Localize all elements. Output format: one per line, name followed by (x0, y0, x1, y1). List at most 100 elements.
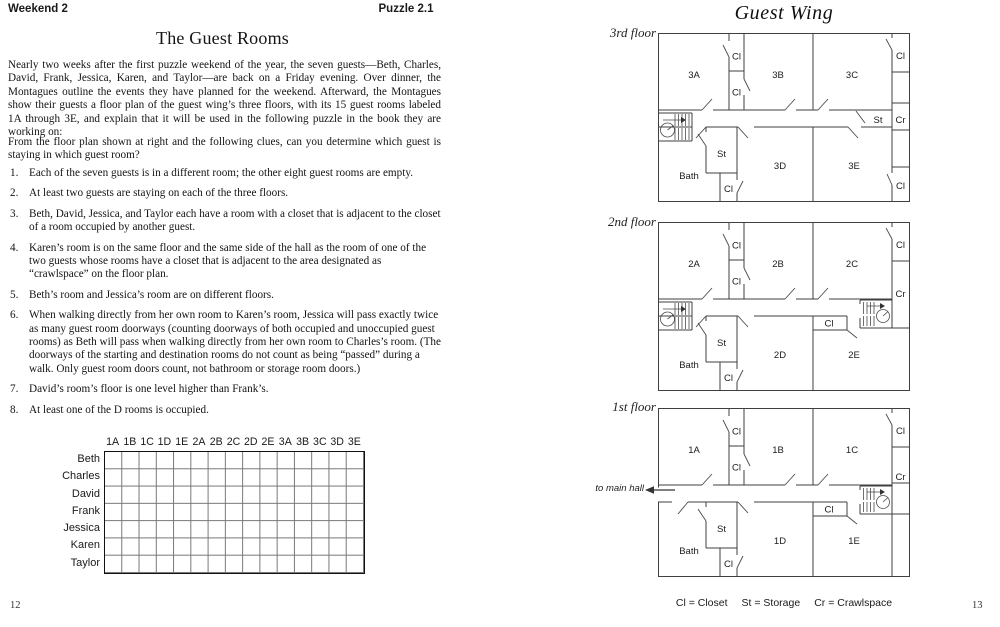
page-number-right: 13 (972, 600, 983, 611)
closet-label: Cl (732, 88, 741, 99)
bath-label: Bath (679, 546, 699, 557)
to-main-hall-label: to main hall (595, 483, 644, 494)
closet-label: Cl (724, 373, 733, 384)
grid-row-label: Taylor (70, 556, 100, 569)
walls-2nd (658, 222, 910, 391)
grid-column-label: 3B (296, 436, 310, 448)
clue-item: David’s room’s floor is one level higher… (10, 383, 269, 397)
spiral-stairs-icon (660, 303, 690, 329)
legend-item: Cr = Crawlspace (814, 597, 893, 609)
floor-plan-2nd: 2A 2B 2C 2D 2E Cl Cl Cl Cl Cl St Cr Bath (658, 222, 910, 391)
room-label-2a: 2A (688, 259, 700, 270)
room-label-2e: 2E (848, 350, 860, 361)
closet-label: Cl (825, 505, 834, 516)
clue-item: Beth’s room and Jessica’s room are on di… (10, 288, 274, 303)
closet-label: Cl (732, 52, 741, 63)
clue-item: Karen’s room is on the same floor and th… (10, 241, 427, 281)
grid-row-label: Beth (77, 453, 100, 465)
floor-plan-3rd: 3A 3B 3C 3D 3E Cl Cl Cl Cl Cl St St Cr B… (658, 33, 910, 202)
solving-grid (104, 451, 365, 574)
puzzle-title: The Guest Rooms (156, 28, 289, 48)
bath-label: Bath (679, 360, 699, 371)
room-label-3a: 3A (688, 70, 700, 81)
grid-row-label: Jessica (63, 522, 100, 535)
grid-column-label: 2B (209, 436, 223, 448)
bath-label: Bath (679, 171, 699, 182)
grid-column-label: 3E (347, 436, 361, 448)
room-label-3c: 3C (846, 70, 858, 81)
grid-column-label: 2C (226, 436, 241, 448)
spiral-stairs-icon (660, 114, 690, 140)
crawlspace-label: Cr (895, 472, 905, 483)
clues-list: Each of the seven guests is in a differe… (8, 167, 441, 418)
grid-column-label: 1B (123, 436, 137, 448)
closet-label: Cl (896, 240, 905, 251)
clue-item: Beth, David, Jessica, and Taylor each ha… (10, 207, 441, 234)
walls-3rd (658, 33, 910, 202)
clues-section: Each of the seven guests is in a differe… (8, 167, 441, 424)
door-swings-1st (677, 413, 893, 569)
grid-column-label: 3D (330, 436, 344, 448)
grid-column-label: 3C (313, 436, 327, 448)
legend-item: Cl = Closet (675, 597, 728, 609)
door-swings-3rd (695, 38, 893, 194)
closet-label: Cl (896, 426, 905, 437)
clue-item: At least two guests are staying on each … (10, 187, 289, 201)
closet-label: Cl (732, 241, 741, 252)
spiral-stairs-icon (863, 488, 890, 512)
left-arrow-icon (645, 486, 675, 494)
closet-label: Cl (732, 463, 741, 474)
room-label-2c: 2C (846, 259, 858, 270)
room-label-1b: 1B (772, 445, 784, 456)
grid-column-label: 2E (261, 436, 275, 448)
closet-label: Cl (825, 319, 834, 330)
door-swings-2nd (695, 227, 893, 383)
floor-label-3rd: 3rd floor (609, 25, 656, 40)
floor-label-1st: 1st floor (612, 399, 656, 414)
room-label-1c: 1C (846, 445, 858, 456)
closet-label: Cl (896, 51, 905, 62)
storage-label: St (717, 338, 726, 349)
floor-label-2nd: 2nd floor (607, 214, 656, 229)
closet-label: Cl (896, 181, 905, 192)
storage-label: St (874, 115, 883, 126)
room-label-3d: 3D (774, 161, 786, 172)
grid-column-label: 2D (243, 436, 258, 448)
floor-plan-legend: Cl = Closet St = Storage Cr = Crawlspace (658, 597, 910, 609)
grid-column-label: 1C (140, 436, 154, 448)
room-label-3e: 3E (848, 161, 860, 172)
room-label-1e: 1E (848, 536, 860, 547)
grid-column-label: 1D (157, 436, 172, 448)
room-label-1d: 1D (774, 536, 786, 547)
room-label-2d: 2D (774, 350, 786, 361)
room-label-2b: 2B (772, 259, 784, 270)
grid-row-label: Charles (62, 470, 100, 483)
walls-1st (658, 408, 910, 577)
intro-paragraph: Nearly two weeks after the first puzzle … (8, 59, 441, 139)
page-number-left: 12 (10, 600, 21, 611)
grid-column-label: 1E (175, 436, 189, 448)
weekend-header: Weekend 2 (8, 3, 68, 15)
grid-column-label: 3A (278, 436, 292, 448)
crawlspace-label: Cr (895, 115, 905, 126)
clue-item: At least one of the D rooms is occupied. (10, 403, 209, 418)
room-label-1a: 1A (688, 445, 700, 456)
guest-wing-title: Guest Wing (734, 2, 834, 24)
storage-label: St (717, 149, 726, 160)
puzzle-number-header: Puzzle 2.1 (378, 3, 434, 15)
room-label-3b: 3B (772, 70, 784, 81)
storage-label: St (717, 524, 726, 535)
spiral-stairs-icon (863, 302, 890, 326)
closet-label: Cl (724, 184, 733, 195)
clue-item: When walking directly from her own room … (10, 309, 441, 375)
crawlspace-label: Cr (895, 289, 905, 300)
closet-label: Cl (732, 277, 741, 288)
closet-label: Cl (732, 427, 741, 438)
grid-row-label: Frank (71, 504, 100, 517)
grid-column-label: 2A (192, 436, 206, 448)
legend-item: St = Storage (741, 597, 801, 609)
clue-item: Each of the seven guests is in a differe… (10, 167, 413, 181)
grid-row-label: Karen (70, 539, 100, 552)
